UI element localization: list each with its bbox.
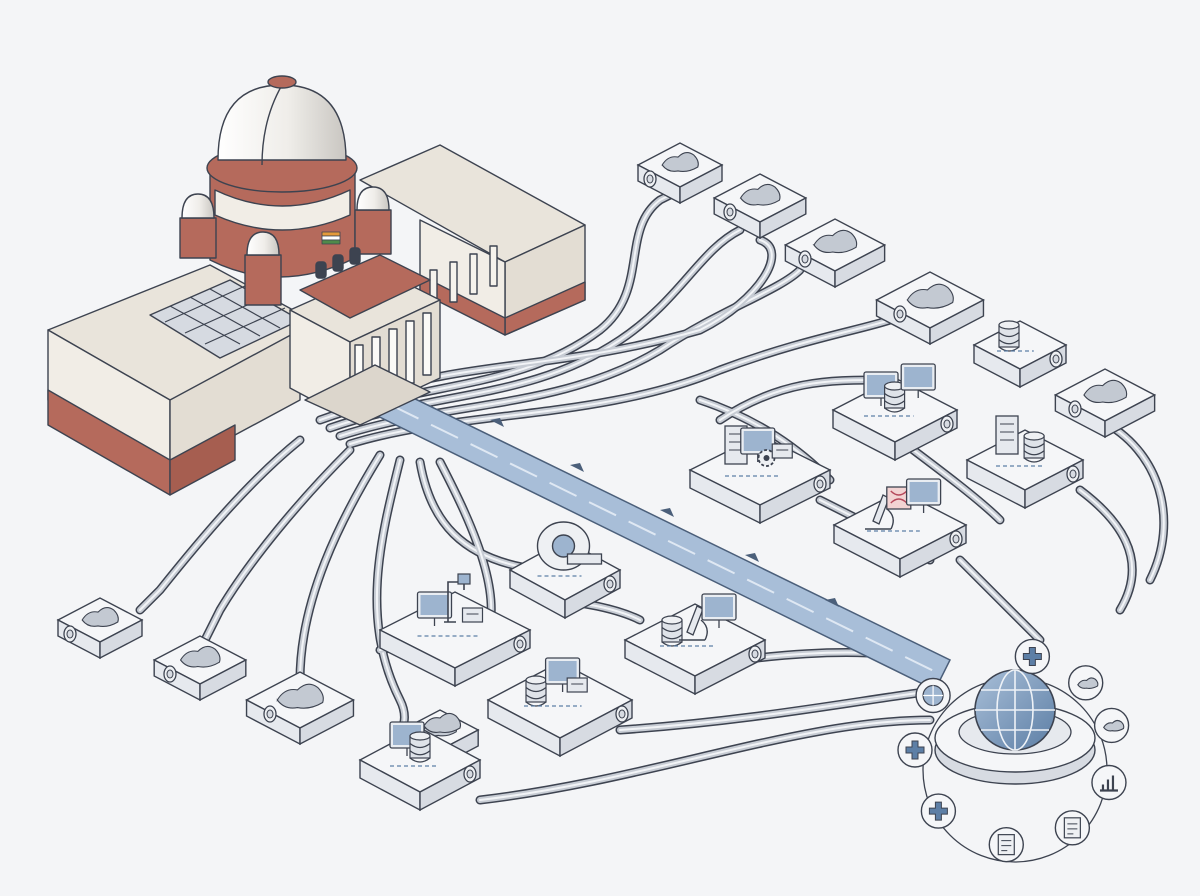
clipboard-icon[interactable] [1054,810,1091,846]
xray-monitor-icon [416,591,453,626]
gear-icon [757,449,776,467]
mri-scanner-icon [536,521,603,571]
state-map-node[interactable] [636,142,724,205]
medical-cross-icon[interactable] [897,732,933,768]
state-map-node[interactable] [152,635,248,702]
circuit-board-icon [771,443,793,459]
analytics-lab-node[interactable] [486,657,634,758]
database-icon [883,381,906,413]
review-node-node[interactable] [358,712,482,812]
id-card-icon[interactable] [988,826,1024,863]
pathology-lab-node[interactable] [623,593,767,696]
crane-icon [444,573,471,623]
database-icon [409,731,431,763]
india-map-icon[interactable] [1093,707,1130,744]
storage-lab-node[interactable] [965,415,1085,510]
state-map-icon [179,645,221,668]
state-map-node[interactable] [783,218,887,289]
state-map-icon [423,712,462,734]
database-icon [525,675,547,707]
database-node-node[interactable] [972,320,1068,389]
india-flag-icon [321,231,341,245]
state-map-node[interactable] [875,271,985,346]
forensic-lab-node[interactable] [832,478,968,579]
xray-lab-node[interactable] [378,573,532,688]
scanner-lab-node[interactable] [508,521,622,620]
bar-chart-icon[interactable] [1091,764,1127,801]
cabinet-icon [995,415,1019,455]
globe-icon[interactable] [915,677,951,714]
state-map-node[interactable] [56,597,144,660]
state-map-node[interactable] [1053,368,1157,439]
state-map-icon [276,683,324,709]
records-lab-node[interactable] [831,363,959,462]
monitor-icon [740,427,776,462]
judges-bench [315,247,361,279]
state-map-node[interactable] [712,173,808,240]
state-map-icon [1083,379,1128,404]
chip-icon [566,677,588,693]
server-lab-node[interactable] [688,425,832,525]
supreme-court-building [47,75,586,496]
monitor-icon [905,478,942,513]
chip-icon [461,607,484,623]
state-map-icon [906,283,954,309]
database-icon [1023,431,1045,463]
global-hub[interactable] [897,638,1130,863]
state-map-node[interactable] [245,671,355,746]
database-icon [998,320,1020,352]
state-map-icon [661,152,699,172]
map-icon[interactable] [1068,665,1104,701]
clipboard-icon [701,593,737,628]
state-map-icon [813,229,858,254]
globe-icon [974,669,1056,751]
database-icon [661,615,683,647]
state-map-icon [81,607,119,627]
medical-cross-icon[interactable] [920,793,957,829]
medical-cross-icon[interactable] [1014,638,1051,675]
state-map-icon [739,183,781,206]
document-icon [900,363,936,398]
